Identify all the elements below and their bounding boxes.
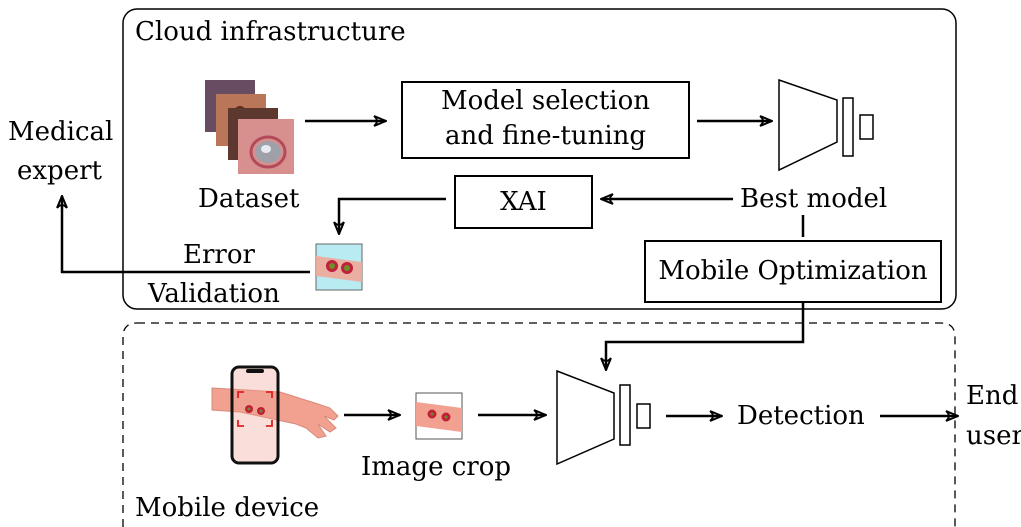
best-model-label: Best model — [740, 184, 888, 214]
phone-with-arm-illustration — [211, 365, 339, 465]
model-selection-line1: Model selection — [440, 86, 651, 116]
dataset-images — [205, 80, 294, 174]
mobile-device-box — [122, 322, 956, 527]
mobile-optimization-box — [644, 240, 942, 303]
mobile-optimization-label: Mobile Optimization — [658, 256, 928, 286]
end-user-line1: End — [966, 381, 1019, 411]
image-crop-label: Image crop — [361, 452, 512, 482]
medical-expert-line2: expert — [17, 156, 102, 186]
error-label: Error — [181, 240, 257, 270]
xai-box — [454, 175, 593, 229]
model-selection-box — [401, 81, 690, 159]
medical-expert-line1: Medical — [8, 117, 114, 147]
end-user-line2: user — [966, 421, 1021, 451]
dataset-label: Dataset — [198, 184, 300, 214]
arrow-error-to-expert — [62, 196, 310, 274]
xai-heatmap-thumbnail — [315, 243, 363, 291]
xai-label: XAI — [500, 187, 547, 217]
mobile-network-icon — [556, 369, 651, 466]
mobile-device-title: Mobile device — [135, 493, 320, 523]
validation-label: Validation — [148, 279, 280, 309]
image-crop-thumbnail — [415, 392, 463, 440]
arrow-optimization-to-mobile-network — [606, 303, 805, 370]
cloud-infrastructure-box — [122, 8, 957, 310]
model-selection-label: Model selection and fine-tuning — [402, 86, 689, 151]
detection-label: Detection — [737, 401, 865, 431]
arrow-xai-to-error — [339, 197, 446, 234]
best-model-network-icon — [778, 78, 874, 172]
model-selection-line2: and fine-tuning — [444, 121, 647, 151]
cloud-infrastructure-title: Cloud infrastructure — [135, 17, 406, 47]
